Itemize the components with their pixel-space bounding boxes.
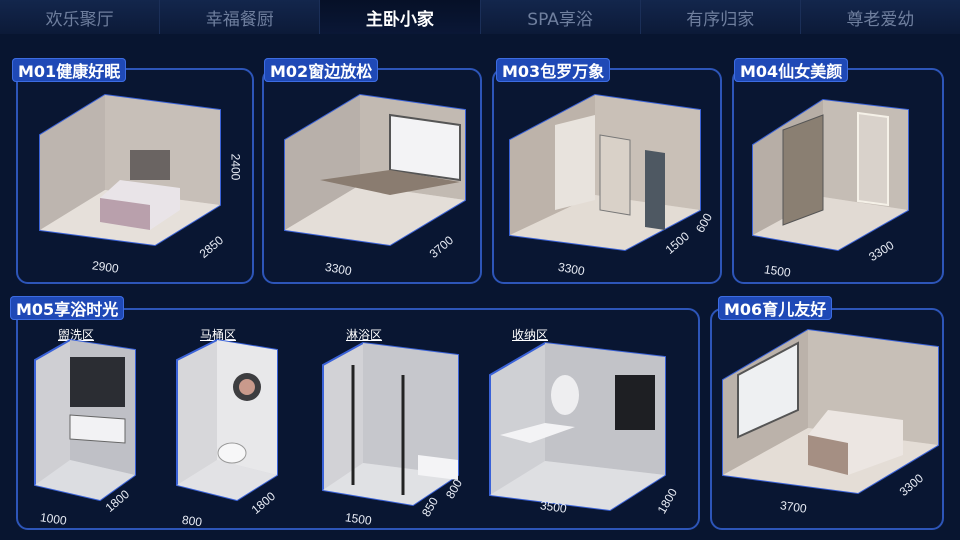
room-illustration-m02 <box>280 90 475 250</box>
zone-label-basin[interactable]: 盥洗区 <box>58 328 95 342</box>
zone-label-storage[interactable]: 收纳区 <box>512 328 549 342</box>
room-illustration-m01 <box>30 90 235 255</box>
top-nav: 欢乐聚厅 幸福餐厨 主卧小家 SPA享浴 有序归家 尊老爱幼 <box>0 0 960 34</box>
module-title-m01: M01健康好眠 <box>12 58 127 82</box>
zone-illustration-shower <box>318 335 468 510</box>
module-title-m05: M05享浴时光 <box>10 296 125 320</box>
zone-label-shower[interactable]: 淋浴区 <box>346 328 383 342</box>
dim-toilet-width: 800 <box>181 512 203 530</box>
module-title-m03: M03包罗万象 <box>496 58 611 82</box>
room-illustration-m03 <box>505 90 710 255</box>
zone-label-toilet[interactable]: 马桶区 <box>200 328 237 342</box>
tab-living[interactable]: 欢乐聚厅 <box>0 0 161 34</box>
tab-storage[interactable]: 有序归家 <box>640 0 801 34</box>
zone-illustration-basin <box>30 335 140 505</box>
tab-master-bedroom[interactable]: 主卧小家 <box>320 0 481 34</box>
module-title-m02: M02窗边放松 <box>264 58 379 82</box>
room-illustration-m06 <box>718 325 943 495</box>
tab-family[interactable]: 尊老爱幼 <box>800 0 960 34</box>
zone-illustration-storage <box>485 335 675 515</box>
module-title-m06: M06育儿友好 <box>718 296 833 320</box>
tab-spa[interactable]: SPA享浴 <box>480 0 641 34</box>
module-title-m04: M04仙女美颜 <box>734 58 849 82</box>
zone-illustration-toilet <box>172 335 282 505</box>
room-illustration-m04 <box>748 85 918 255</box>
tab-kitchen[interactable]: 幸福餐厨 <box>160 0 321 34</box>
dim-m01-height: 2400 <box>228 153 243 181</box>
